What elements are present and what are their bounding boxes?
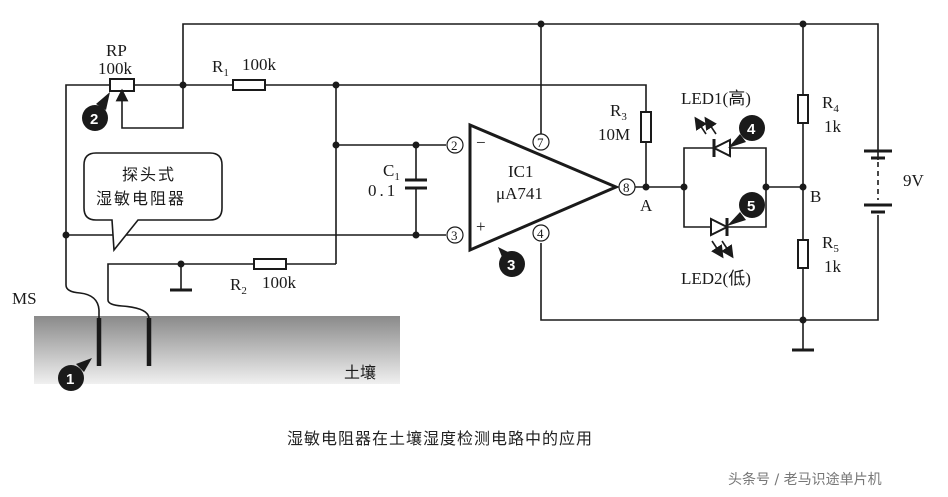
soil-region	[34, 316, 400, 384]
badge-5: 5	[727, 192, 765, 226]
battery-icon: 9V	[864, 149, 925, 214]
soil-label: 土壤	[344, 363, 376, 382]
opamp-part: μA741	[496, 184, 543, 203]
battery-value: 9V	[903, 171, 925, 190]
badge-4: 4	[728, 115, 765, 148]
r5-name: R	[822, 233, 834, 252]
sensor-name: MS	[12, 289, 37, 308]
r1-sub: 1	[223, 67, 229, 79]
svg-text:R4: R4	[822, 93, 839, 115]
opamp-ic1: − + IC1 μA741	[468, 122, 879, 321]
svg-text:3: 3	[451, 228, 458, 243]
pin-2: 2	[446, 136, 464, 154]
sensor-callout: 探头式 湿敏电阻器	[83, 152, 223, 253]
node-a-label: A	[640, 196, 653, 215]
resistor-r2: R2 100k	[107, 258, 336, 300]
r5-value: 1k	[824, 257, 842, 276]
watermark: 头条号 / 老马识途单片机	[728, 471, 882, 488]
potentiometer-rp: RP 100k	[98, 41, 135, 108]
svg-text:2: 2	[90, 111, 98, 128]
sensor-probes: MS	[12, 235, 152, 366]
node-b-label: B	[810, 187, 821, 206]
badge-2: 2	[82, 92, 110, 131]
badge-3: 3	[498, 247, 525, 277]
c1-sub: 1	[394, 171, 400, 183]
led2-icon: LED2(低)	[681, 217, 751, 288]
svg-text:5: 5	[747, 198, 755, 215]
pin-markers: 2 3 4 7 8	[446, 133, 636, 244]
rp-value: 100k	[98, 59, 133, 78]
capacitor-c1: C1 0.1	[368, 145, 427, 239]
svg-text:3: 3	[507, 257, 515, 274]
r4-name: R	[822, 93, 834, 112]
callout-line2: 湿敏电阻器	[96, 189, 186, 208]
top-rail	[182, 20, 879, 160]
callout-line1: 探头式	[122, 165, 176, 184]
resistor-r1: R1 100k	[212, 55, 277, 91]
ground-left-icon	[170, 264, 192, 292]
opamp-minus: −	[476, 133, 486, 152]
output-node-a: A R3 10M	[336, 84, 684, 215]
r2-value: 100k	[262, 273, 297, 292]
r3-value: 10M	[598, 125, 630, 144]
pin-7: 7	[532, 133, 550, 151]
opamp-name: IC1	[508, 162, 534, 181]
r5-sub: 5	[833, 243, 839, 255]
rp-r1-line	[65, 81, 340, 235]
divider-r4-r5: B R4 1k R5 1k	[797, 93, 842, 350]
svg-text:7: 7	[537, 135, 544, 150]
r2-name: R	[230, 275, 242, 294]
r4-value: 1k	[824, 117, 842, 136]
r3-sub: 3	[621, 111, 627, 123]
pin-4: 4	[532, 224, 550, 242]
r2-sub: 2	[241, 285, 247, 297]
led1-icon: LED1(高)	[681, 89, 751, 158]
svg-text:C1: C1	[383, 161, 400, 183]
svg-text:R3: R3	[610, 101, 627, 123]
r3-name: R	[610, 101, 622, 120]
rp-name: RP	[106, 41, 127, 60]
pin-8: 8	[618, 178, 636, 196]
c1-name: C	[383, 161, 394, 180]
led2-label: LED2(低)	[681, 269, 751, 288]
svg-text:R5: R5	[822, 233, 839, 255]
r4-sub: 4	[833, 103, 839, 115]
svg-text:4: 4	[747, 121, 756, 138]
opamp-plus: +	[476, 217, 486, 236]
svg-text:R2: R2	[230, 275, 247, 297]
svg-text:2: 2	[451, 138, 458, 153]
r1-value: 100k	[242, 55, 277, 74]
r1-name: R	[212, 57, 224, 76]
svg-text:1: 1	[66, 371, 74, 388]
badge-1: 1	[58, 358, 92, 391]
c1-value: 0.1	[368, 181, 398, 200]
svg-text:R1: R1	[212, 57, 229, 79]
svg-text:4: 4	[537, 226, 544, 241]
svg-text:8: 8	[623, 180, 630, 195]
pin-3: 3	[446, 226, 464, 244]
led1-label: LED1(高)	[681, 89, 751, 108]
figure-caption: 湿敏电阻器在土壤湿度检测电路中的应用	[287, 429, 593, 448]
